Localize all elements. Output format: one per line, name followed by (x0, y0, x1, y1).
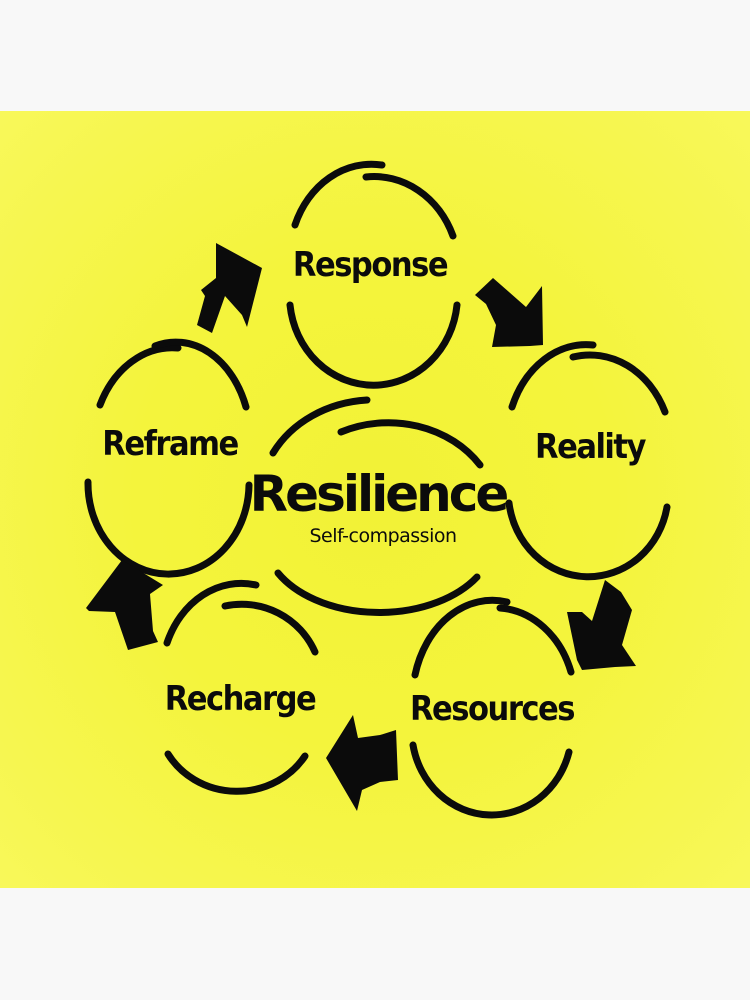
center-circle (269, 396, 484, 616)
node-reality: Reality (535, 427, 646, 467)
arrow-up-icon (86, 560, 163, 650)
arrow-left-icon (326, 715, 398, 811)
arrow-down-icon (567, 580, 636, 670)
center-title: Resilience (249, 465, 510, 523)
arrow-up-right-icon (197, 243, 262, 333)
response-circle (286, 160, 461, 389)
center-subtitle: Self-compassion (309, 525, 457, 547)
node-resources: Resources (409, 689, 576, 729)
recharge-circle (163, 579, 319, 795)
node-response: Response (292, 245, 449, 285)
reframe-circle (84, 338, 253, 578)
diagram-drawing (84, 160, 671, 819)
node-recharge: Recharge (164, 679, 317, 719)
arrow-down-right-icon (475, 278, 543, 347)
reality-circle (505, 341, 671, 581)
node-reframe: Reframe (102, 424, 239, 464)
diagram-canvas: Response Reality Resources Recharge Refr… (0, 111, 750, 888)
resources-circle (409, 596, 575, 819)
